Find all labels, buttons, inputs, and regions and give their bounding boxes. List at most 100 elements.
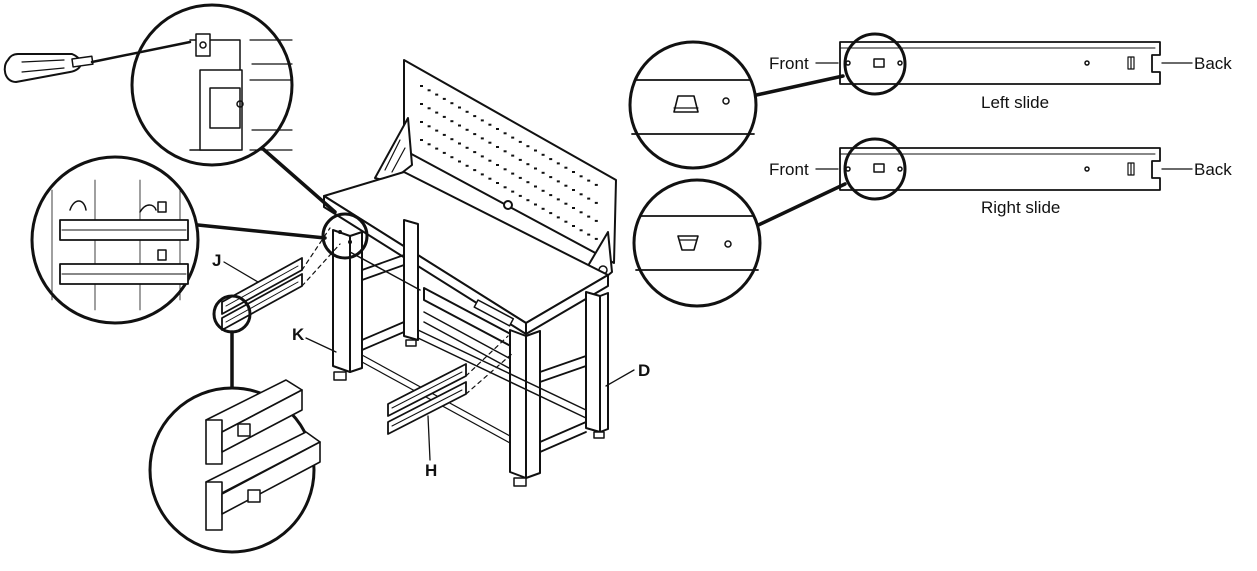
pegboard-hole [587, 233, 591, 236]
pegboard-hole [450, 102, 454, 105]
pegboard-hole [480, 119, 484, 122]
pegboard-hole [496, 182, 499, 184]
pegboard-hole [564, 166, 568, 169]
detail-marker-left-slide [843, 32, 907, 96]
pegboard-hole [435, 93, 439, 96]
pegboard-hole [458, 106, 461, 109]
leg-d [509, 329, 541, 487]
pegboard-hole [579, 175, 583, 178]
pegboard-hole [503, 186, 507, 189]
pegboard-hole [473, 151, 477, 154]
pegboard-hole [420, 121, 423, 123]
pegboard-hole [556, 198, 560, 201]
pegboard-hole [496, 128, 499, 130]
pegboard-hole [503, 132, 507, 135]
pegboard-hole [503, 168, 507, 171]
detail-marker-bench [321, 212, 369, 260]
pegboard-hole [572, 171, 575, 173]
pegboard-hole [458, 124, 461, 127]
label-part-d: D [638, 361, 650, 380]
pegboard-hole [541, 153, 545, 156]
pegboard-hole [549, 194, 553, 197]
pegboard-hole [465, 146, 469, 149]
pegboard-hole [511, 190, 515, 193]
detail-circle-slide-end [148, 379, 321, 554]
right-slide-back-label: Back [1194, 160, 1232, 179]
pegboard-hole [541, 189, 545, 192]
pegboard-hole [564, 184, 568, 187]
pegboard-hole [473, 115, 477, 118]
pegboard-hole [534, 167, 537, 170]
detail-circle-screwdriver [130, 3, 294, 167]
pegboard-hole [442, 133, 446, 136]
pegboard-hole [556, 180, 560, 183]
pegboard-hole [594, 201, 598, 204]
pegboard-hole [427, 89, 431, 92]
pegboard-hole [518, 176, 522, 179]
pegboard-hole [549, 212, 553, 215]
pegboard-hole [420, 103, 423, 105]
pegboard-hole [511, 154, 515, 157]
pegboard-hole [420, 139, 423, 141]
pegboard-hole [465, 110, 469, 113]
detail-circle-right-slide [632, 178, 762, 308]
pegboard-hole [450, 138, 454, 141]
label-part-j: J [212, 251, 221, 270]
pegboard-hole [594, 219, 598, 222]
pegboard-hole [427, 125, 431, 128]
pegboard-hole [480, 155, 484, 158]
pegboard-hole [465, 128, 469, 131]
pegboard-hole [427, 143, 431, 146]
left-slide-diagram: Front Back Left slide [628, 32, 1232, 170]
pegboard-hole [518, 140, 522, 143]
pegboard-hole [435, 111, 439, 114]
pegboard-hole [549, 176, 553, 179]
pegboard-hole [541, 171, 545, 174]
pegboard-hole [480, 173, 484, 176]
detail-circle-slide-insert [30, 155, 200, 325]
pegboard-hole [488, 159, 492, 162]
pegboard-hole [435, 147, 439, 150]
pegboard-hole [572, 189, 575, 191]
pegboard-hole [564, 220, 568, 223]
pegboard-hole [518, 158, 522, 161]
pegboard-hole [488, 123, 492, 126]
label-part-h: H [425, 461, 437, 480]
pegboard-hole [442, 151, 446, 154]
pegboard-hole [442, 115, 446, 118]
pegboard-hole [534, 185, 537, 188]
pegboard-hole [556, 216, 560, 219]
pegboard-hole [496, 164, 499, 166]
pegboard-hole [480, 137, 484, 140]
pegboard-hole [458, 160, 461, 163]
pegboard-hole [572, 225, 575, 227]
pegboard-hole [594, 237, 598, 240]
pegboard-hole [541, 207, 545, 210]
pegboard-panel [403, 59, 617, 264]
pegboard-hole [420, 85, 423, 87]
pegboard-hole [518, 194, 522, 197]
pegboard-hole [526, 181, 530, 184]
pegboard-hole [488, 177, 492, 180]
leg-k [332, 229, 363, 381]
label-part-k: K [292, 325, 305, 344]
workbench [323, 59, 617, 487]
pegboard-hole [526, 199, 530, 202]
pegboard-hole [579, 193, 583, 196]
pegboard-hole [579, 229, 583, 232]
pegboard-hole [473, 133, 477, 136]
pegboard-hole [465, 164, 469, 167]
left-slide-front-label: Front [769, 54, 809, 73]
worktop [323, 171, 609, 335]
slide-j [221, 227, 341, 331]
pegboard-hole [534, 203, 537, 206]
pegboard-hole [511, 136, 515, 139]
pegboard-hole [549, 158, 553, 161]
pegboard-hole [503, 150, 507, 153]
pegboard-hole [556, 162, 560, 165]
pegboard-hole [587, 215, 591, 218]
screwdriver-icon [3, 40, 192, 83]
pegboard-hole [511, 172, 515, 175]
pegboard-hole [435, 129, 439, 132]
